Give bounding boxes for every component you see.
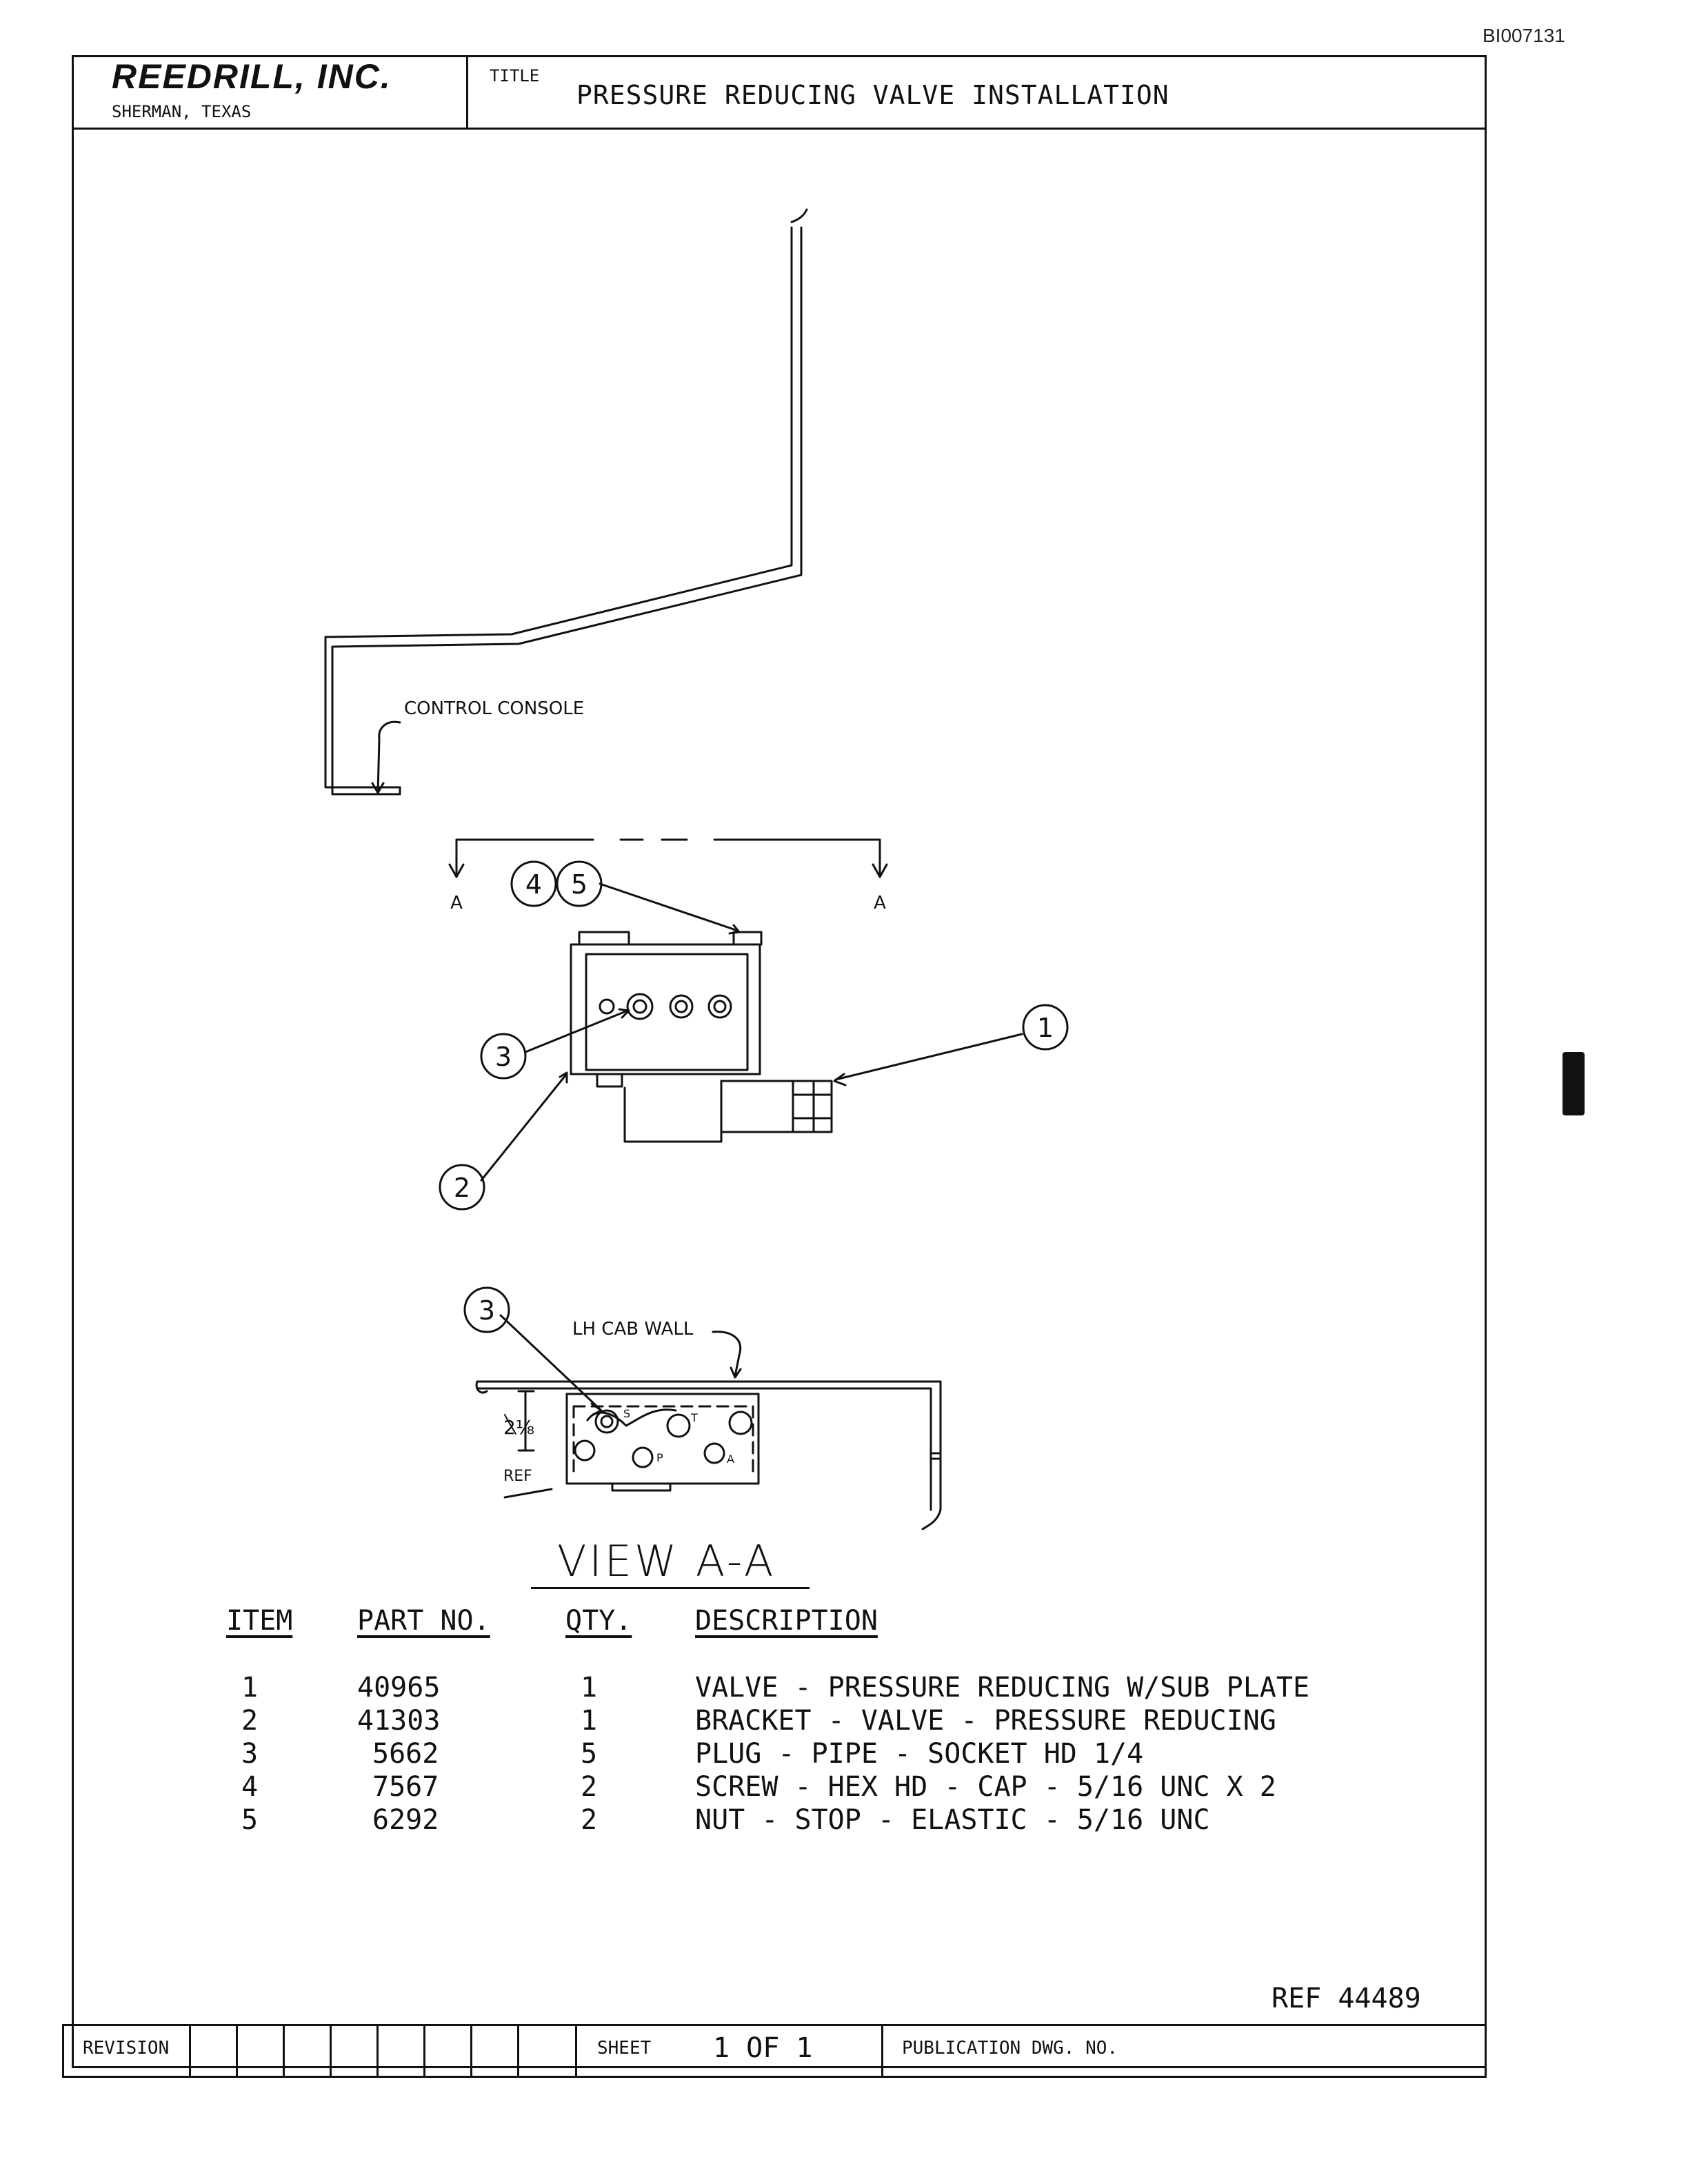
valve-assembly	[570, 931, 833, 1143]
balloon-item-5: 5	[571, 869, 587, 900]
revision-cell-divider	[423, 2024, 425, 2078]
row-description: BRACKET - VALVE - PRESSURE REDUCING	[695, 1705, 1276, 1737]
balloon-item-2: 2	[454, 1173, 470, 1203]
port-p-label: P	[656, 1451, 663, 1464]
row-item: 1	[241, 1672, 259, 1703]
header-qty: QTY.	[565, 1605, 632, 1637]
company-location: SHERMAN, TEXAS	[112, 102, 252, 121]
row-qty: 5	[581, 1738, 598, 1770]
balloon-item-3: 3	[495, 1042, 512, 1072]
revision-label: REVISION	[83, 2038, 170, 2059]
row-part-no: 41303	[357, 1705, 441, 1737]
view-a-a-drawing	[475, 1314, 942, 1530]
header-item: ITEM	[226, 1605, 293, 1637]
header-part-no: PART NO.	[357, 1605, 490, 1637]
balloon-item-3-view: 3	[479, 1295, 495, 1326]
publication-divider	[881, 2024, 883, 2078]
row-part-no: 40965	[357, 1672, 441, 1703]
balloon-circles	[439, 860, 1069, 1333]
dimension-label: 2⅛	[503, 1416, 534, 1439]
sheet-value: 1 OF 1	[713, 2032, 813, 2064]
row-description: VALVE - PRESSURE REDUCING W/SUB PLATE	[695, 1672, 1310, 1703]
revision-cell-divider	[236, 2024, 238, 2078]
row-item: 2	[241, 1705, 259, 1737]
publication-dwg-label: PUBLICATION DWG. NO.	[902, 2038, 1118, 2059]
view-label: VIEW A-A	[557, 1536, 776, 1586]
lh-cab-wall-label: LH CAB WALL	[572, 1319, 694, 1339]
drawing-frame	[72, 55, 1487, 2068]
document-id: BI007131	[1483, 25, 1565, 46]
revision-cell-divider	[517, 2024, 519, 2078]
dimension-ref-label: REF	[503, 1468, 532, 1485]
section-line-a-a	[448, 838, 888, 878]
row-description: PLUG - PIPE - SOCKET HD 1/4	[695, 1738, 1144, 1770]
scan-edge-mark	[1563, 1052, 1585, 1115]
section-label-left: A	[450, 893, 463, 913]
header-description: DESCRIPTION	[695, 1605, 878, 1637]
revision-cell-divider	[189, 2024, 191, 2078]
company-name: REEDRILL, INC.	[112, 57, 392, 96]
revision-cell-divider	[283, 2024, 285, 2078]
row-qty: 2	[581, 1804, 598, 1836]
row-qty: 1	[581, 1672, 598, 1703]
revision-block	[62, 2024, 1487, 2078]
leader-lines	[480, 882, 1023, 1182]
balloon-item-4: 4	[525, 869, 542, 900]
row-qty: 1	[581, 1705, 598, 1737]
row-qty: 2	[581, 1771, 598, 1803]
port-a-label: A	[727, 1453, 734, 1466]
title-block	[72, 55, 1487, 130]
revision-cell-divider	[470, 2024, 472, 2078]
title-label: TITLE	[490, 66, 540, 85]
port-t-label: T	[690, 1411, 698, 1424]
title-block-divider	[466, 55, 468, 130]
row-description: SCREW - HEX HD - CAP - 5/16 UNC X 2	[695, 1771, 1276, 1803]
revision-cell-divider	[330, 2024, 332, 2078]
row-item: 4	[241, 1771, 259, 1803]
row-part-no: 7567	[372, 1771, 439, 1803]
row-part-no: 6292	[372, 1804, 439, 1836]
reference-number: REF 44489	[1272, 1983, 1421, 2014]
sheet-divider	[575, 2024, 577, 2078]
control-console-outline	[324, 208, 808, 796]
row-item: 5	[241, 1804, 259, 1836]
section-label-right: A	[874, 893, 886, 913]
control-console-label: CONTROL CONSOLE	[404, 698, 584, 719]
balloon-item-1: 1	[1037, 1013, 1054, 1043]
row-part-no: 5662	[372, 1738, 439, 1770]
port-s-label: S	[623, 1407, 630, 1420]
row-item: 3	[241, 1738, 259, 1770]
revision-cell-divider	[376, 2024, 379, 2078]
row-description: NUT - STOP - ELASTIC - 5/16 UNC	[695, 1804, 1210, 1836]
sheet-label: SHEET	[597, 2038, 652, 2059]
view-label-underline	[531, 1587, 810, 1589]
drawing-title: PRESSURE REDUCING VALVE INSTALLATION	[576, 80, 1169, 110]
